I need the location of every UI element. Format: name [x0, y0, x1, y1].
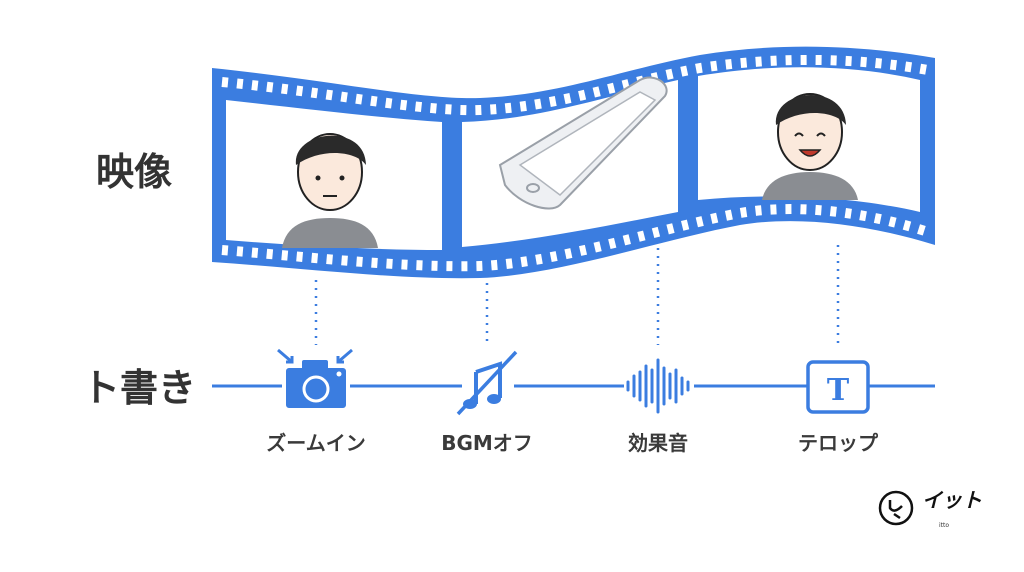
caption-letter: T	[827, 373, 850, 408]
sprocket-holes-top	[221, 54, 929, 116]
smartphone-illustration	[498, 76, 668, 210]
logo: イット itto	[876, 488, 996, 536]
row-label-video: 映像	[96, 150, 173, 194]
logo-subtext: itto	[939, 522, 950, 529]
sound-wave-icon	[624, 358, 694, 414]
row-label-script: ト書き	[82, 366, 197, 410]
cue-label-sound-effect: 効果音	[628, 431, 688, 455]
cue-label-bgm-off: BGMオフ	[441, 431, 533, 455]
sprocket-holes-bottom	[221, 204, 930, 272]
cue-label-zoom-in: ズームイン	[266, 431, 366, 455]
text-caption-icon: T	[806, 360, 870, 414]
logo-text: イット	[922, 488, 982, 512]
person-smiling-illustration	[762, 93, 858, 200]
person-neutral-illustration	[282, 133, 378, 248]
logo-clock-icon	[878, 490, 914, 526]
zoom-camera-icon	[277, 348, 353, 412]
cue-label-caption: テロップ	[798, 431, 878, 455]
dotted-connectors	[314, 240, 840, 345]
music-off-icon	[456, 350, 518, 416]
